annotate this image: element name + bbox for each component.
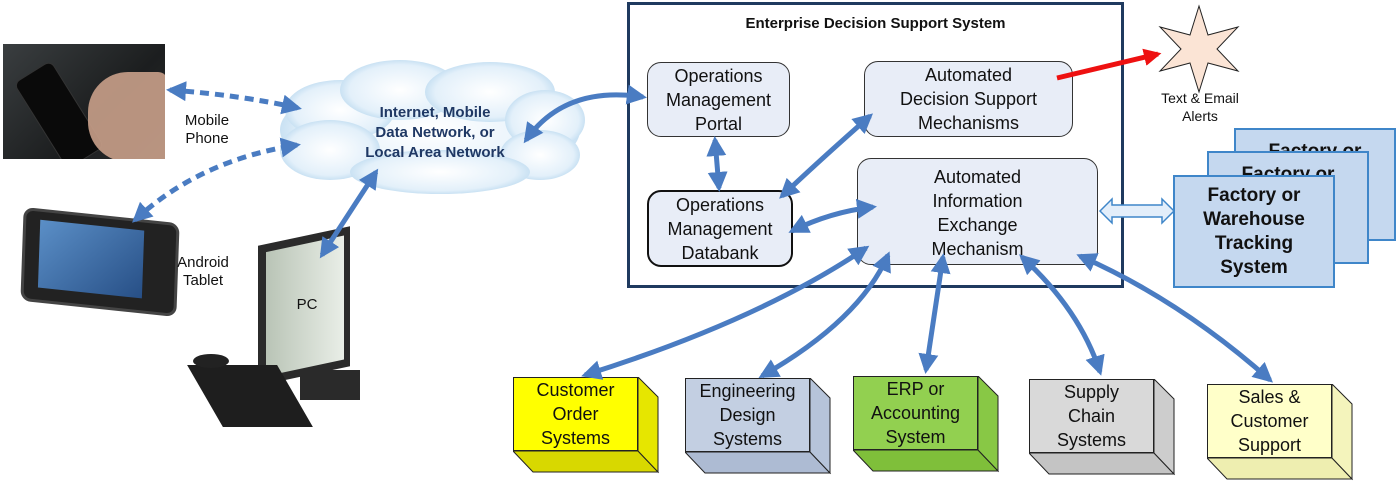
- mobile-phone-image: [3, 44, 165, 159]
- connector-arrows: [132, 48, 1273, 383]
- arrow-pc-network: [319, 168, 379, 259]
- arrow-network-portal: [523, 84, 647, 144]
- system-label: Sales & Customer Support: [1207, 384, 1332, 458]
- arrow-phone-network: [166, 81, 302, 115]
- arrow-exchange-customer: [581, 245, 870, 380]
- alerts-star: [1158, 4, 1240, 94]
- arrow-decision-databank: [779, 113, 874, 199]
- arrow-exchange-supply: [1019, 254, 1105, 376]
- arrow-portal-databank: [706, 136, 728, 192]
- system-label: Supply Chain Systems: [1029, 379, 1154, 453]
- alerts-label: Text & Email Alerts: [1161, 90, 1239, 124]
- android-tablet-label: Android Tablet: [177, 254, 229, 289]
- star-icon: [1158, 4, 1240, 94]
- system-label: Engineering Design Systems: [685, 378, 810, 452]
- box-3d-shape: [1029, 379, 1176, 476]
- arrow-tablet-network: [132, 137, 301, 223]
- arrow-decision-alerts: [1056, 48, 1162, 81]
- arrow-exchange-sales: [1076, 253, 1273, 383]
- arrow-exchange-factory: [1098, 197, 1176, 225]
- pc-stand: [300, 370, 360, 400]
- mouse-image: [193, 354, 229, 368]
- automated-information-exchange[interactable]: Automated Information Exchange Mechanism: [857, 158, 1098, 265]
- box-3d-shape: [1207, 384, 1354, 481]
- system-label: Customer Order Systems: [513, 377, 638, 451]
- arrow-exchange-erp: [918, 253, 951, 374]
- arrow-databank-exchange: [788, 198, 877, 234]
- box-3d-shape: [513, 377, 660, 474]
- edss-title: Enterprise Decision Support System: [745, 15, 1006, 32]
- pc-label: PC: [296, 296, 318, 313]
- operations-management-portal[interactable]: Operations Management Portal: [647, 62, 790, 137]
- network-cloud-label: Internet, Mobile Data Network, or Local …: [365, 104, 505, 161]
- box-3d-shape: [853, 376, 1000, 473]
- arrow-exchange-engineering: [758, 251, 891, 379]
- box-3d-shape: [685, 378, 832, 475]
- system-label: ERP or Accounting System: [853, 376, 978, 450]
- automated-decision-support[interactable]: Automated Decision Support Mechanisms: [864, 61, 1073, 137]
